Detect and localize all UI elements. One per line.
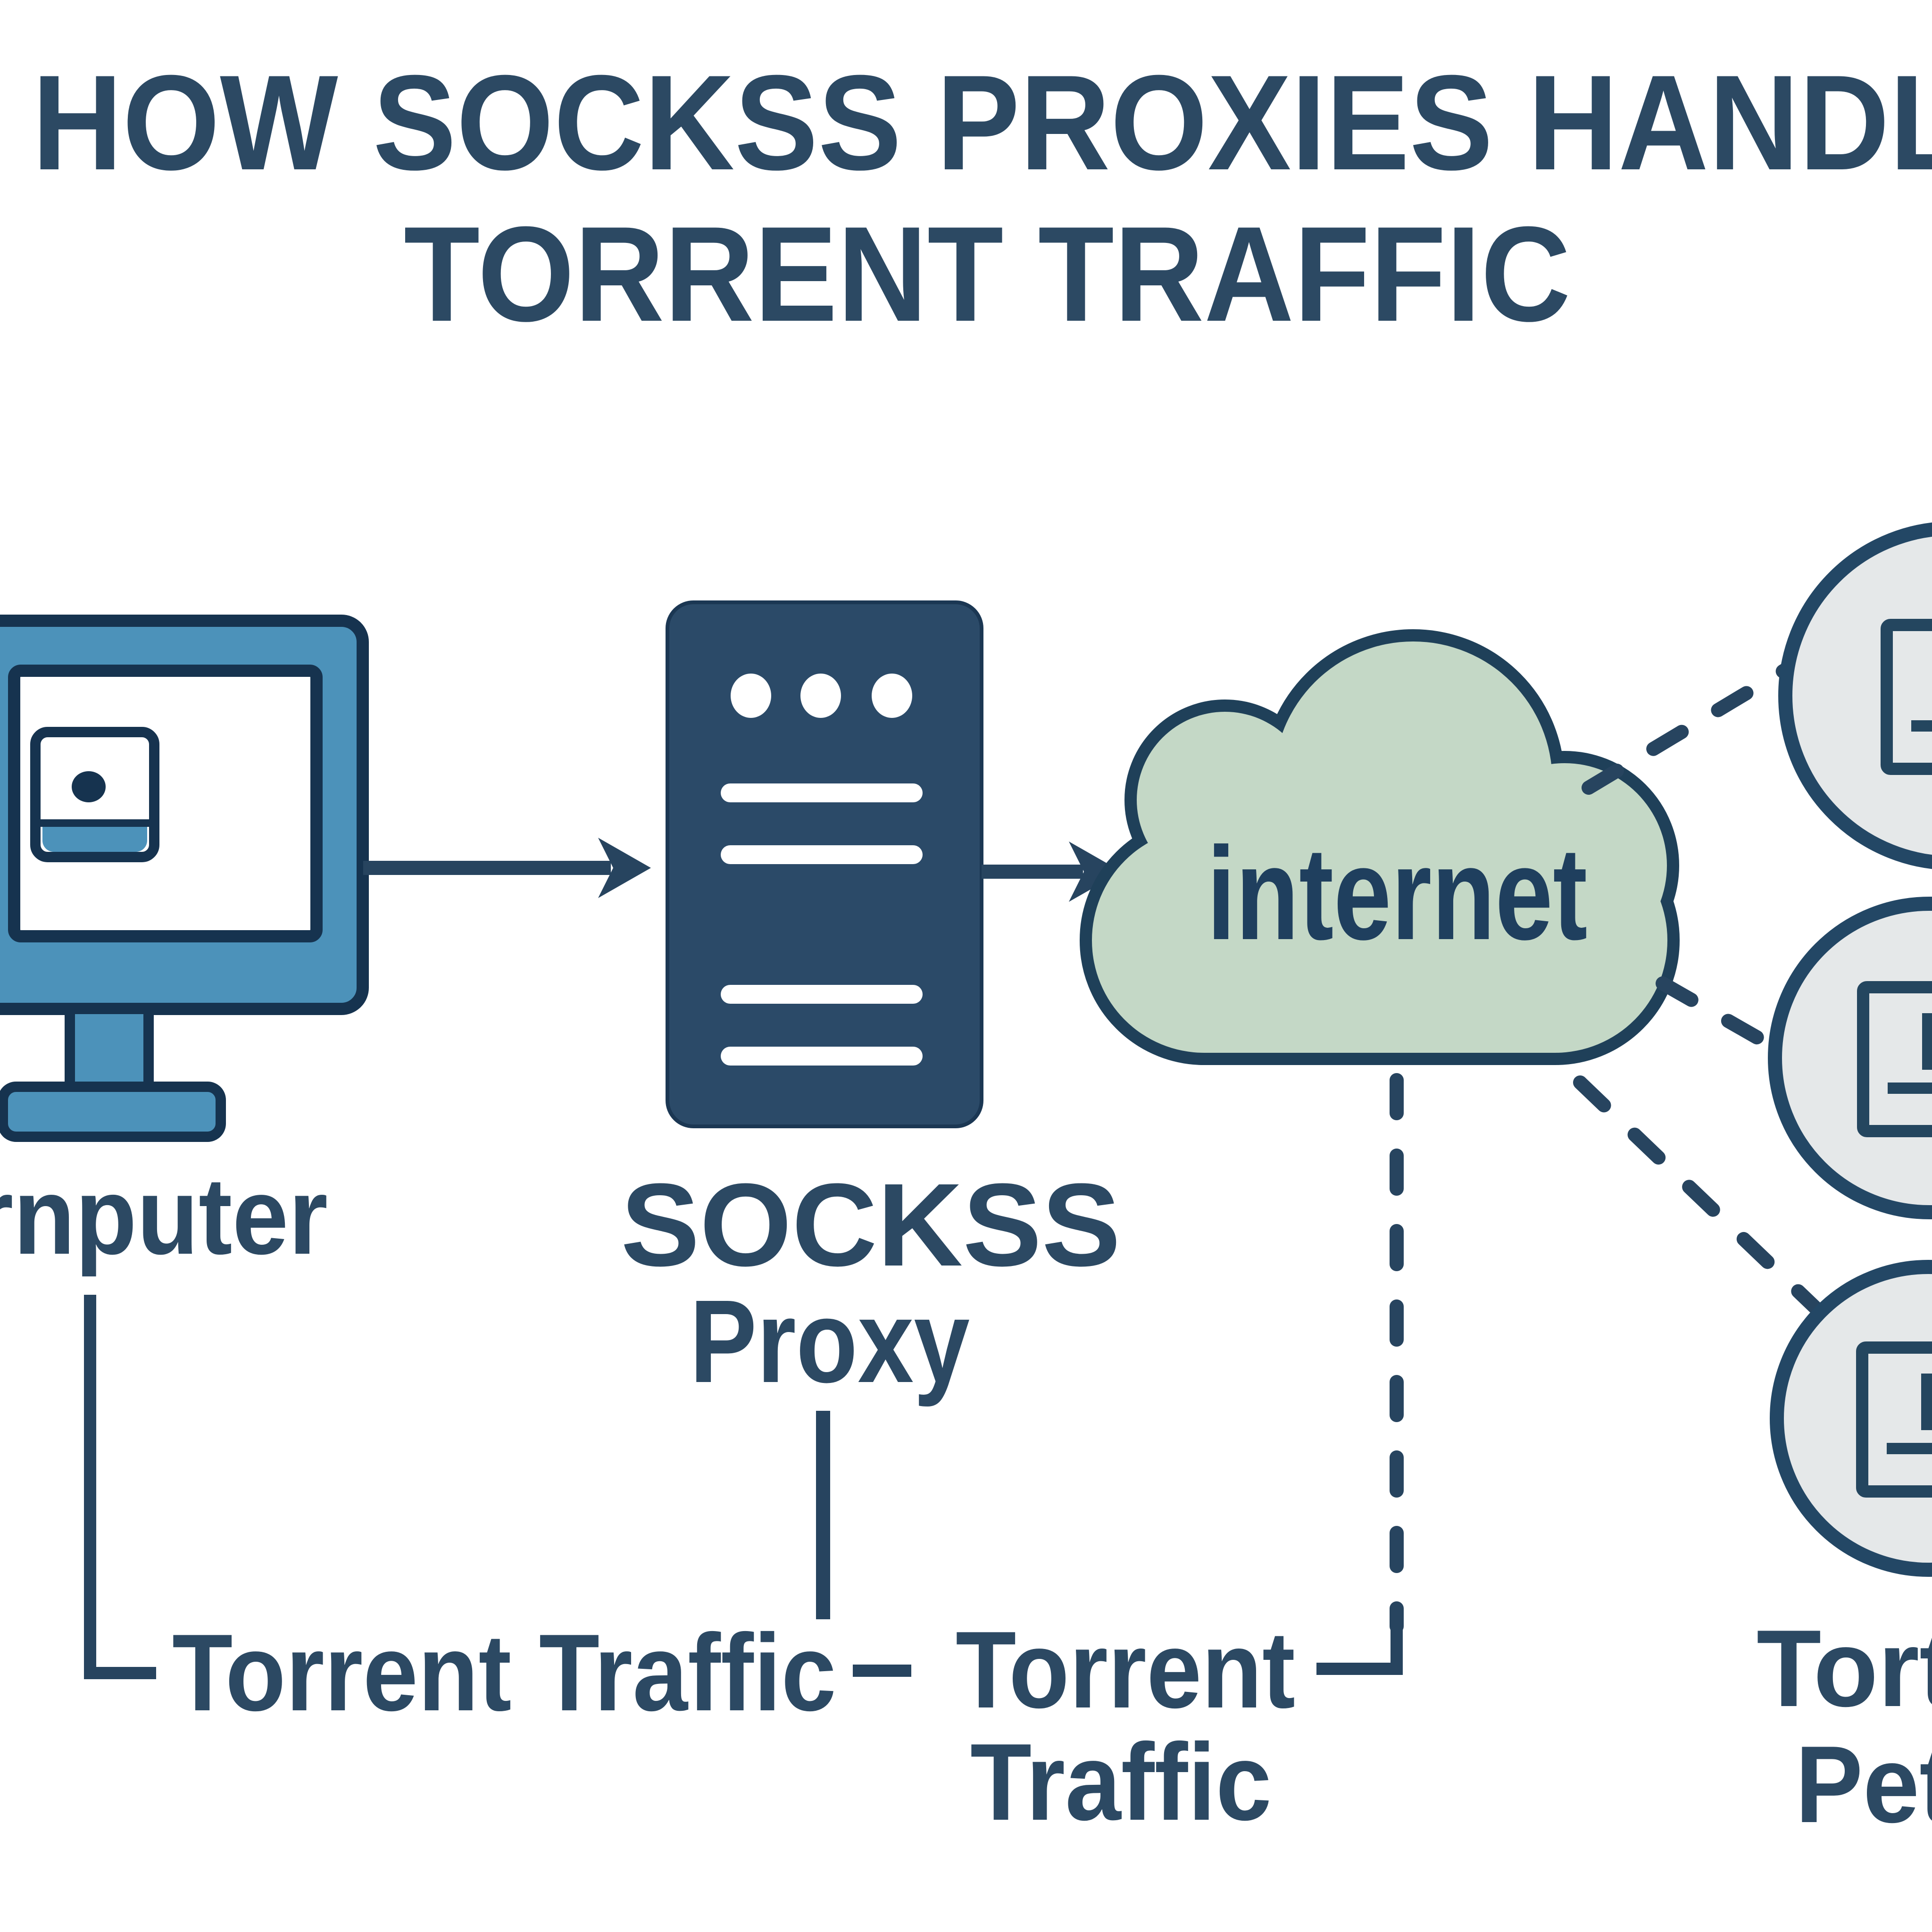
window-icon-dot — [72, 771, 106, 802]
page-title-line2: TORRENT TRAFFIC — [404, 198, 1571, 350]
peer-computer-icon — [1856, 1341, 1932, 1498]
window-icon — [30, 727, 159, 862]
arrow-computer-to-proxy — [363, 838, 651, 898]
torrent-traffic-label-2-line2: Traffic — [970, 1721, 1272, 1843]
server-led-dot — [731, 674, 771, 718]
server-slot — [721, 1047, 923, 1066]
server-led-dot — [872, 674, 912, 718]
torrent-traffic-label-2-line1: Torrent — [956, 1609, 1295, 1731]
server-led-dot — [800, 674, 841, 718]
peer-computer-icon — [1857, 981, 1932, 1137]
monitor-stand-base — [0, 1082, 226, 1142]
computer-label: rnputer — [0, 1155, 328, 1277]
torrent-peers-label-line1: Tort — [1757, 1607, 1932, 1730]
arrowhead-icon — [1069, 841, 1122, 902]
server-slot — [721, 845, 923, 864]
server-icon — [666, 600, 983, 1128]
computer-monitor-icon — [0, 615, 369, 1142]
dashed-line-internet-to-peer-1 — [1582, 656, 1804, 795]
proxy-label-line1: SOCKSS — [621, 1159, 1121, 1291]
server-slot — [721, 985, 923, 1004]
proxy-label-line2: Proxy — [690, 1275, 970, 1407]
arrowhead-icon — [598, 838, 651, 898]
traffic-connector-elbow-left — [84, 1295, 156, 1679]
peer-circle-2 — [1768, 897, 1932, 1219]
torrent-peers-label-line2: Pet — [1795, 1724, 1932, 1846]
internet-cloud-icon: internet — [1080, 629, 1680, 1065]
monitor-stand-neck — [65, 1004, 154, 1092]
peer-circle-3 — [1770, 1260, 1932, 1577]
server-slot — [721, 783, 923, 802]
peer-computer-icon — [1881, 619, 1932, 775]
arrow-proxy-to-internet — [982, 841, 1122, 902]
dashed-line-internet-to-peer-3 — [1573, 1075, 1830, 1322]
torrent-traffic-label-1: Torrent Traffic — [172, 1612, 836, 1734]
internet-label: internet — [1207, 820, 1588, 967]
dashed-line-internet-to-peer-2 — [1656, 976, 1788, 1058]
page-title-line1: HOW SOCKSS PROXIES HANDL — [32, 47, 1932, 198]
dashed-line-down-elbow — [1316, 1626, 1403, 1675]
peer-circle-1 — [1778, 522, 1932, 869]
